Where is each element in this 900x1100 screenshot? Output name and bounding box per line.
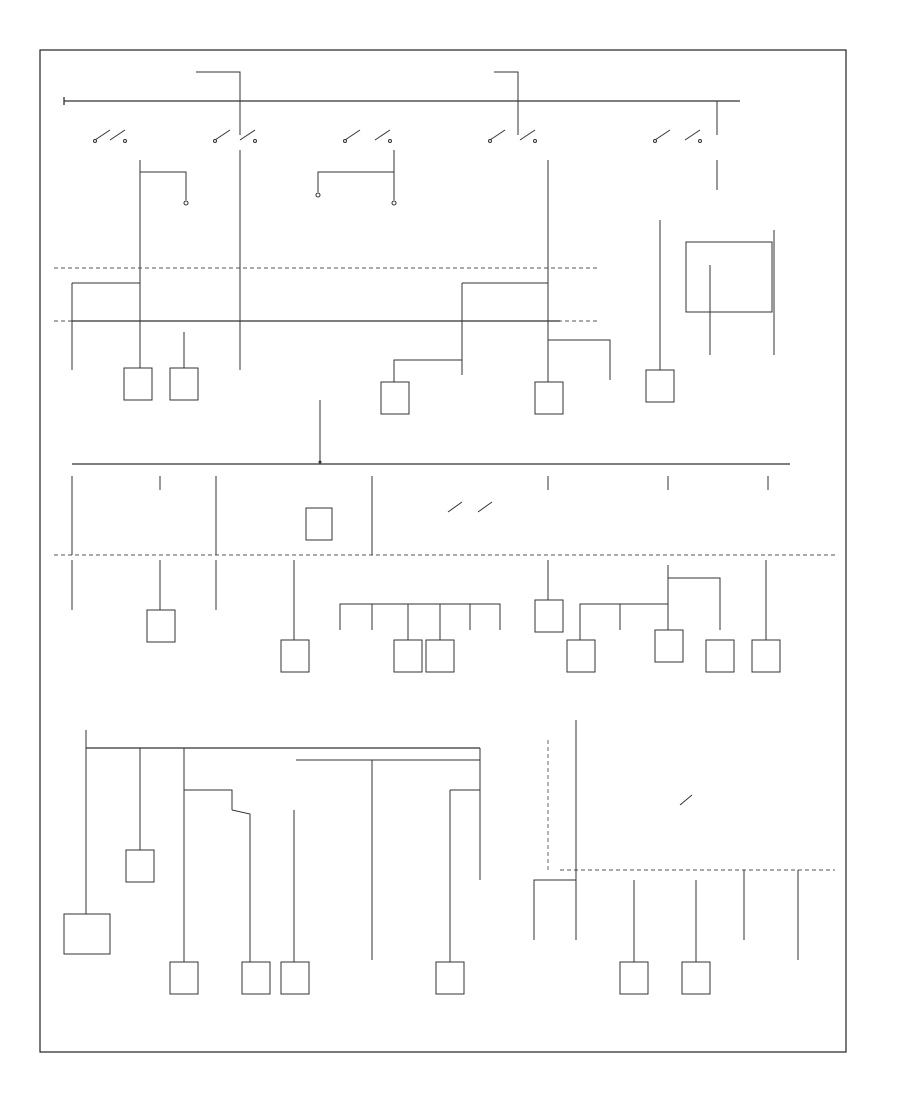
component-box-3 bbox=[380, 381, 410, 415]
right-lower-section bbox=[533, 720, 835, 995]
component-box-4 bbox=[534, 381, 564, 415]
component-box-8 bbox=[393, 639, 423, 673]
ignition-switch-5 bbox=[653, 129, 702, 143]
component-box-15 bbox=[125, 849, 155, 883]
lower-bus-section bbox=[63, 730, 481, 995]
wire-pink-switch1 bbox=[139, 160, 187, 268]
ignition-switch-1 bbox=[93, 129, 127, 143]
wire-pink-r2f bbox=[547, 560, 669, 640]
component-box-20 bbox=[619, 961, 649, 995]
fusible-link-left bbox=[196, 71, 241, 101]
ignition-switch-3 bbox=[343, 129, 392, 143]
wire-pink-c6 bbox=[547, 321, 611, 382]
wire-pink-r2e bbox=[339, 603, 501, 640]
component-box-6 bbox=[146, 609, 176, 643]
fuse-block-row-2 bbox=[54, 463, 835, 556]
wire-orange-switch3 bbox=[317, 150, 395, 200]
component-box-2 bbox=[169, 367, 199, 401]
component-box-21 bbox=[681, 961, 711, 995]
relay-small bbox=[305, 507, 333, 541]
component-box-5 bbox=[645, 369, 675, 403]
row-2-components bbox=[71, 560, 781, 673]
wire-tan-r1 bbox=[533, 870, 577, 940]
wire-pink-r2g bbox=[667, 565, 721, 630]
diagram-border bbox=[39, 49, 847, 1053]
fuse-block-row-1 bbox=[54, 220, 775, 370]
ignition-switch-2 bbox=[213, 129, 257, 143]
component-box-11 bbox=[566, 639, 596, 673]
relay-box-right bbox=[685, 241, 773, 313]
component-box-1 bbox=[123, 367, 153, 401]
component-box-16 bbox=[169, 961, 199, 995]
instrument-cluster-box bbox=[63, 913, 111, 955]
component-box-13 bbox=[705, 639, 735, 673]
component-box-7 bbox=[280, 639, 310, 673]
ignition-switch-4 bbox=[488, 129, 537, 143]
component-box-14 bbox=[751, 639, 781, 673]
component-box-19 bbox=[435, 961, 465, 995]
top-bus-section bbox=[63, 71, 740, 268]
fusible-link-right bbox=[494, 71, 519, 101]
component-box-12 bbox=[654, 629, 684, 663]
component-box-18 bbox=[280, 961, 310, 995]
component-box-17 bbox=[241, 961, 271, 995]
component-box-10 bbox=[534, 599, 564, 633]
component-box-9 bbox=[425, 639, 455, 673]
wire-tan-c3 bbox=[231, 809, 251, 962]
wire-magenta-c5 bbox=[393, 321, 463, 382]
row-1-components bbox=[71, 321, 675, 464]
